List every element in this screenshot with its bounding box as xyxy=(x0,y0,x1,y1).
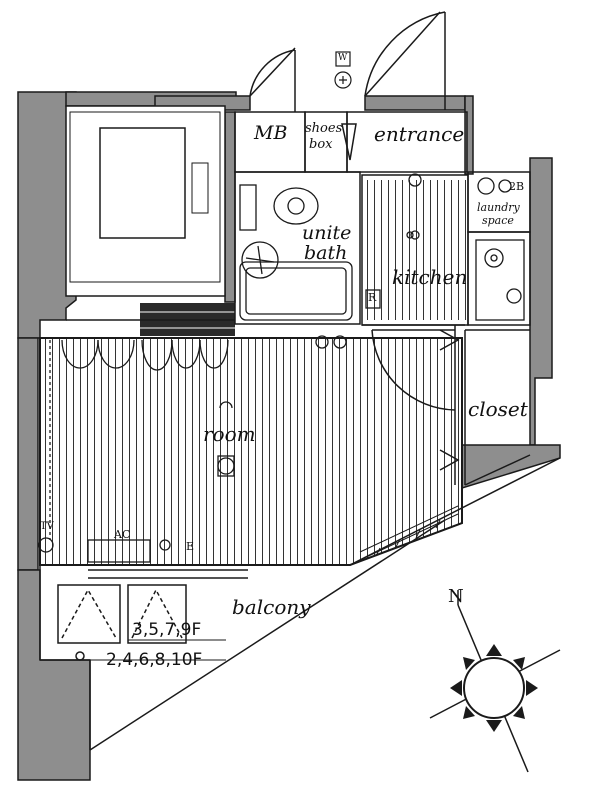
tv-label: TV xyxy=(40,521,54,532)
wall-right xyxy=(529,157,553,446)
meter-icon xyxy=(334,51,352,89)
meter-label: W xyxy=(338,53,348,63)
mb-label: MB xyxy=(254,122,288,144)
wall-top-right xyxy=(364,95,466,111)
laundry-fixtures xyxy=(477,177,512,195)
kitchen-fixtures xyxy=(365,173,525,321)
unit-bath-fixtures xyxy=(239,184,353,321)
laundry-label-1: laundry xyxy=(477,201,520,214)
wall-balcony-left xyxy=(17,569,91,781)
interior-walls xyxy=(40,111,531,566)
ac-unit xyxy=(87,539,151,563)
doors xyxy=(249,11,460,471)
kitchen-floor-hatch xyxy=(362,180,467,320)
room-floor-hatch xyxy=(40,338,462,565)
wall-upper-right xyxy=(464,95,474,175)
laundry-tap-label: 2B xyxy=(509,180,525,193)
unit-bath-label-2: bath xyxy=(304,242,348,264)
odd-floors-note: 3,5,7,9F xyxy=(132,620,202,640)
closet-label: closet xyxy=(468,397,528,421)
stairwell-box xyxy=(99,127,186,239)
outlets xyxy=(38,231,414,553)
refrigerator-label: R xyxy=(368,291,377,304)
sun-compass-icon xyxy=(429,590,561,773)
balcony xyxy=(39,457,561,751)
ac-label: AC xyxy=(114,528,131,541)
unit-bath-label-1: unite xyxy=(302,222,352,244)
room-label: room xyxy=(203,422,256,446)
closet-shelf xyxy=(359,505,459,561)
even-floors-note: 2,4,6,8,10F xyxy=(106,650,203,670)
entrance-label: entrance xyxy=(374,122,465,146)
kitchen-label: kitchen xyxy=(392,265,468,289)
wall-left-lower xyxy=(17,337,39,571)
stairwell-slot xyxy=(191,162,209,214)
wall-room-divider xyxy=(224,111,236,303)
shoes-box-label-1: shoes xyxy=(305,121,343,136)
curtains xyxy=(49,339,229,540)
compass-north-label: N xyxy=(448,586,464,607)
wall-right-lower xyxy=(461,444,561,490)
telephone-label: E xyxy=(186,540,195,553)
shoes-box-label-2: box xyxy=(309,137,333,152)
balcony-label: balcony xyxy=(232,595,311,619)
laundry-label-2: space xyxy=(482,214,514,227)
